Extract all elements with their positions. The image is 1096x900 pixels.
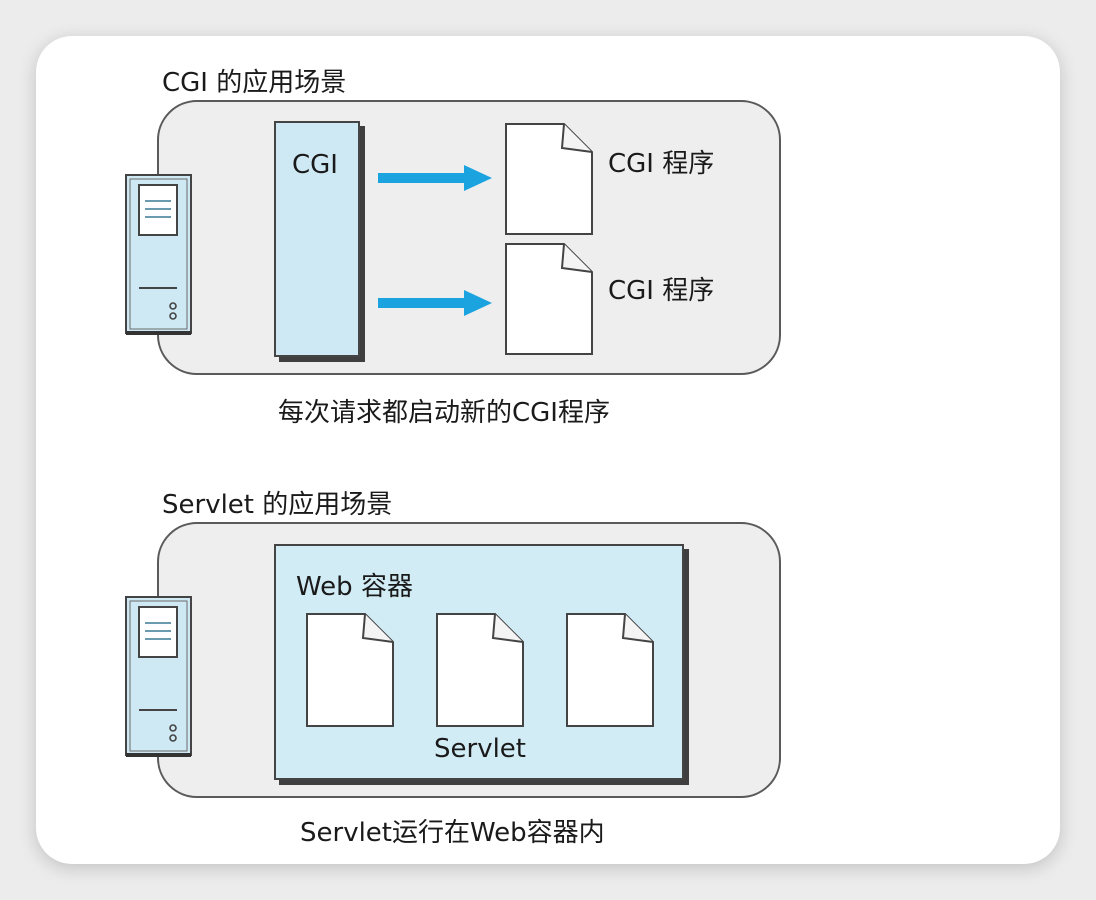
document-page-icon	[566, 613, 654, 727]
cgi-scene-title: CGI 的应用场景	[162, 68, 347, 98]
document-page-icon	[505, 243, 593, 355]
document-page-icon	[436, 613, 524, 727]
server-tower-icon	[125, 596, 192, 757]
web-container-label: Web 容器	[296, 572, 413, 602]
document-page-icon	[306, 613, 394, 727]
cgi-scene-caption: 每次请求都启动新的CGI程序	[278, 398, 610, 428]
cgi-program-label-1: CGI 程序	[608, 149, 715, 179]
cgi-module-label: CGI	[292, 150, 338, 180]
servlet-scene-title: Servlet 的应用场景	[162, 490, 393, 520]
arrow-right-icon	[378, 290, 492, 316]
cgi-scene-panel	[157, 100, 781, 375]
servlet-documents-label: Servlet	[434, 734, 526, 764]
server-tower-icon	[125, 174, 192, 335]
arrow-right-icon	[378, 165, 492, 191]
cgi-program-label-2: CGI 程序	[608, 276, 715, 306]
cgi-module-box	[274, 121, 360, 357]
document-page-icon	[505, 123, 593, 235]
servlet-scene-caption: Servlet运行在Web容器内	[300, 818, 605, 848]
